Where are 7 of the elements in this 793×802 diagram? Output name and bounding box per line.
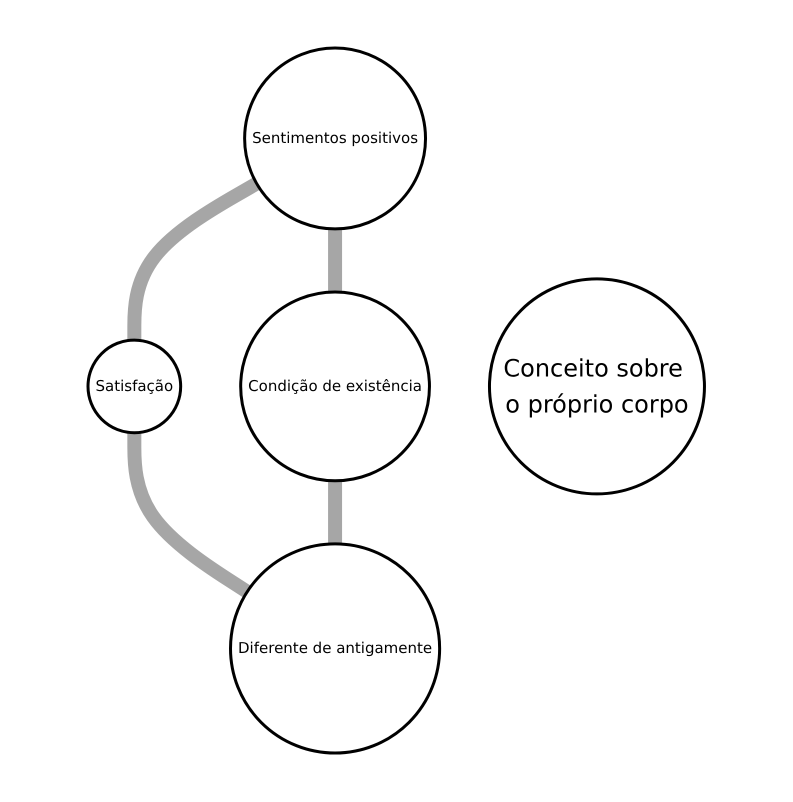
connector [128,433,252,598]
node-circle: Sentimentos positivos [243,46,428,231]
node-circle: Conceito sobre o próprio corpo [488,278,706,496]
node-circle: Satisfação [86,339,182,435]
node-circle: Condição de existência [239,291,432,483]
node-circle: Diferente de antigamente [229,542,442,756]
connector [128,178,260,341]
